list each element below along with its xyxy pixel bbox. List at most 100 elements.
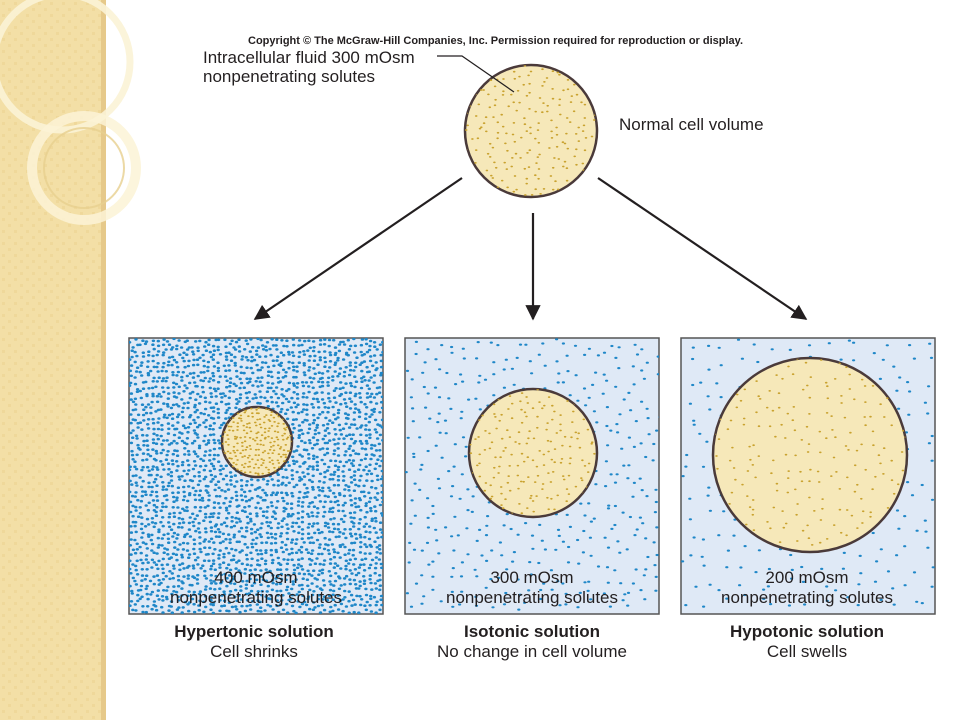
- texture-dot: [20, 476, 23, 479]
- solute-dot: [379, 562, 383, 566]
- solute-dot: [265, 516, 269, 519]
- cell-solute-dot: [504, 142, 507, 145]
- solute-dot: [490, 549, 494, 552]
- cell-solute-dot: [275, 436, 279, 439]
- solute-dot: [274, 344, 278, 347]
- solute-dot: [209, 526, 214, 529]
- cell-solute-dot: [550, 130, 553, 133]
- texture-dot: [68, 152, 71, 155]
- solute-dot: [354, 365, 358, 369]
- solute-dot: [349, 344, 353, 348]
- texture-dot: [38, 422, 41, 425]
- solute-dot: [197, 531, 202, 534]
- solute-dot: [175, 374, 179, 377]
- solute-dot: [655, 429, 659, 432]
- solute-dot: [635, 528, 639, 531]
- solute-dot: [856, 604, 860, 607]
- cell-solute-dot: [275, 413, 279, 416]
- texture-dot: [32, 584, 35, 587]
- solute-dot: [256, 346, 261, 349]
- cell-solute-dot: [514, 152, 518, 155]
- cell-solute-dot: [500, 113, 504, 116]
- texture-dot: [62, 686, 65, 689]
- solute-dot: [227, 551, 231, 555]
- solute-dot: [197, 608, 201, 612]
- solute-dot: [176, 486, 181, 490]
- texture-dot: [98, 398, 101, 401]
- cell-solute-dot: [582, 124, 586, 127]
- solute-dot: [224, 506, 229, 510]
- solute-dot: [312, 346, 316, 349]
- texture-dot: [26, 422, 29, 425]
- texture-dot: [44, 248, 47, 251]
- solute-dot: [138, 370, 142, 374]
- solute-dot: [191, 350, 195, 354]
- texture-dot: [80, 488, 83, 491]
- cell-solute-dot: [520, 392, 524, 394]
- solute-dot: [240, 355, 245, 358]
- solute-dot: [318, 611, 323, 614]
- texture-dot: [20, 596, 23, 599]
- solute-dot: [160, 369, 164, 373]
- solute-dot: [164, 488, 169, 491]
- solute-dot: [373, 444, 377, 447]
- solute-dot: [209, 355, 214, 359]
- solute-dot: [190, 441, 195, 445]
- solute-dot: [357, 522, 361, 525]
- texture-dot: [98, 650, 101, 653]
- solute-dot: [656, 373, 659, 376]
- texture-dot: [14, 638, 17, 641]
- solute-dot: [138, 506, 142, 509]
- solute-dot: [193, 421, 197, 425]
- solute-dot: [431, 504, 435, 508]
- solute-dot: [352, 441, 356, 445]
- cell-solute-dot: [251, 415, 254, 418]
- solute-dot: [159, 395, 163, 398]
- texture-dot: [68, 536, 71, 539]
- texture-dot: [50, 230, 53, 233]
- solute-dot: [212, 433, 216, 436]
- solute-dot: [343, 583, 347, 586]
- solute-dot: [239, 371, 243, 375]
- solute-dot: [297, 590, 301, 594]
- solute-dot: [177, 522, 182, 525]
- texture-dot: [92, 236, 95, 239]
- solute-dot: [211, 515, 215, 518]
- cell-solute-dot: [518, 503, 521, 505]
- solute-dot: [260, 541, 264, 545]
- solute-dot: [181, 424, 186, 428]
- texture-dot: [56, 572, 59, 575]
- solute-dot: [212, 453, 217, 457]
- solute-dot: [150, 558, 155, 562]
- solute-dot: [327, 432, 331, 435]
- solute-dot: [129, 398, 133, 401]
- solute-dot: [144, 493, 148, 497]
- solute-dot: [368, 463, 372, 467]
- solute-dot: [161, 524, 165, 528]
- cell-solute-dot: [269, 414, 273, 416]
- solute-dot: [172, 511, 176, 515]
- solute-dot: [204, 450, 208, 453]
- solute-dot: [910, 494, 915, 497]
- solute-dot: [199, 567, 203, 570]
- solute-dot: [354, 452, 358, 455]
- solute-dot: [209, 537, 214, 541]
- solute-dot: [312, 418, 317, 422]
- texture-dot: [20, 260, 23, 263]
- solute-dot: [198, 547, 202, 551]
- solute-dot: [133, 495, 137, 498]
- solute-dot: [152, 365, 156, 369]
- solute-dot: [326, 526, 331, 529]
- solute-dot: [927, 442, 932, 445]
- texture-dot: [44, 476, 47, 479]
- solute-dot: [381, 475, 383, 478]
- cell-solute-dot: [583, 465, 587, 467]
- texture-dot: [8, 692, 11, 695]
- solute-dot: [581, 551, 586, 554]
- solute-dot: [300, 528, 305, 531]
- solute-dot: [790, 568, 794, 572]
- texture-dot: [86, 194, 89, 197]
- texture-dot: [14, 590, 17, 593]
- solute-dot: [177, 475, 181, 479]
- solute-dot: [259, 606, 263, 609]
